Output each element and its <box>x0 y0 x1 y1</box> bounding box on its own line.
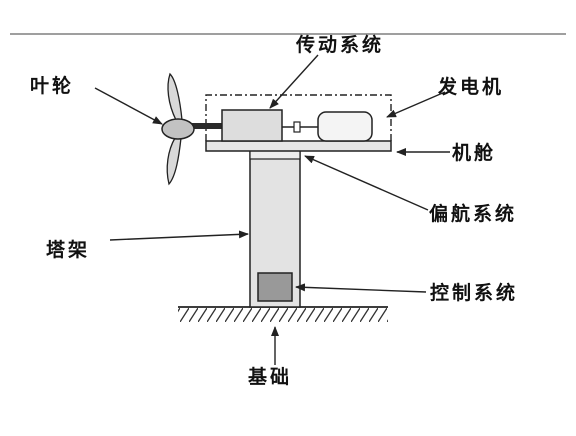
main-shaft <box>192 123 222 129</box>
label-generator: 发电机 <box>438 76 505 98</box>
label-yaw: 偏航系统 <box>429 203 518 225</box>
ground <box>178 306 388 322</box>
generator-body <box>317 111 373 142</box>
label-transmission: 传动系统 <box>296 34 385 56</box>
leader-arrows <box>94 54 450 365</box>
label-tower: 塔架 <box>46 239 91 261</box>
arrow-control <box>295 283 427 293</box>
arrow-blades <box>94 87 163 125</box>
rotor-blades <box>166 72 183 186</box>
rotor-hub <box>161 118 195 140</box>
label-foundation: 基础 <box>248 366 293 388</box>
control-box <box>257 272 293 302</box>
arrow-transmission <box>269 54 319 109</box>
label-blades: 叶轮 <box>30 75 75 97</box>
nacelle-outline <box>205 94 392 141</box>
label-nacelle: 机舱 <box>452 142 497 164</box>
coupling <box>293 121 301 133</box>
arrow-generator <box>386 91 446 118</box>
label-control: 控制系统 <box>430 282 519 304</box>
gearbox <box>221 109 283 142</box>
arrow-yaw <box>304 155 429 211</box>
lower-blade <box>166 137 182 186</box>
arrow-tower <box>109 230 249 241</box>
upper-blade <box>167 72 183 121</box>
nacelle-base-plate <box>205 140 392 152</box>
